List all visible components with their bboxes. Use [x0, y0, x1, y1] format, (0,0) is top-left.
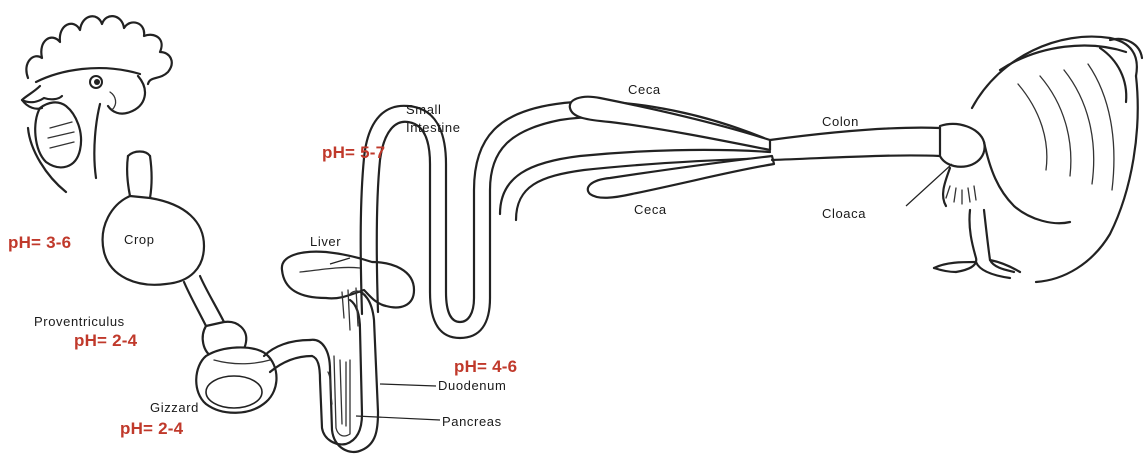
proventriculus-ph-label: pH= 2-4 — [74, 331, 138, 350]
comb-shape — [26, 16, 171, 84]
esophagus-lower-left — [184, 282, 206, 326]
foot-toes — [934, 260, 1020, 278]
crop-label: Crop — [124, 232, 155, 247]
small-intestine-label-line2: Intestine — [406, 120, 461, 135]
duodenum-leader — [380, 384, 436, 386]
eye-pupil — [94, 79, 100, 85]
comb-base — [36, 68, 140, 82]
duodenum-ph-label: pH= 4-6 — [454, 357, 517, 376]
wattle — [35, 102, 81, 167]
esophagus-right — [150, 156, 152, 198]
crop-ph-label: pH= 3-6 — [8, 233, 71, 252]
gizzard-outlet — [264, 340, 310, 356]
gizzard-label: Gizzard — [150, 400, 199, 415]
liver-label: Liver — [310, 234, 341, 249]
rooster-head-illustration — [22, 16, 172, 192]
ceca-illustration — [570, 97, 774, 198]
head-outline — [22, 86, 62, 102]
pancreas-leader — [356, 416, 440, 420]
colon-lower — [772, 155, 940, 160]
small-intestine-ph-label: pH= 5-7 — [322, 143, 385, 162]
neck-line — [94, 104, 100, 178]
small-intestine-label-line1: Small — [406, 102, 442, 117]
cloaca-label: Cloaca — [822, 206, 866, 221]
pancreas-label: Pancreas — [442, 414, 502, 429]
cloaca-organ — [940, 124, 985, 167]
colon-upper — [770, 128, 940, 140]
body-lower — [943, 168, 950, 206]
colon-label: Colon — [822, 114, 859, 129]
gizzard-ph-label: pH= 2-4 — [120, 419, 184, 438]
tail-back-curve — [1036, 76, 1138, 282]
duodenal-loop-inner — [312, 300, 362, 444]
neck-front-line — [28, 128, 66, 192]
cecum-upper — [570, 97, 770, 150]
colon-illustration — [770, 124, 985, 167]
proventriculus-label: Proventriculus — [34, 314, 125, 329]
body-front — [984, 142, 1070, 223]
ceca-upper-label: Ceca — [628, 82, 661, 97]
esophagus-lower-right — [200, 276, 224, 322]
esophagus-left — [127, 156, 130, 196]
ceca-lower-label: Ceca — [634, 202, 667, 217]
duodenum-label: Duodenum — [438, 378, 506, 393]
gizzard-organ — [196, 347, 276, 412]
upper-tract-illustration — [103, 152, 312, 413]
liver-illustration — [282, 252, 414, 330]
